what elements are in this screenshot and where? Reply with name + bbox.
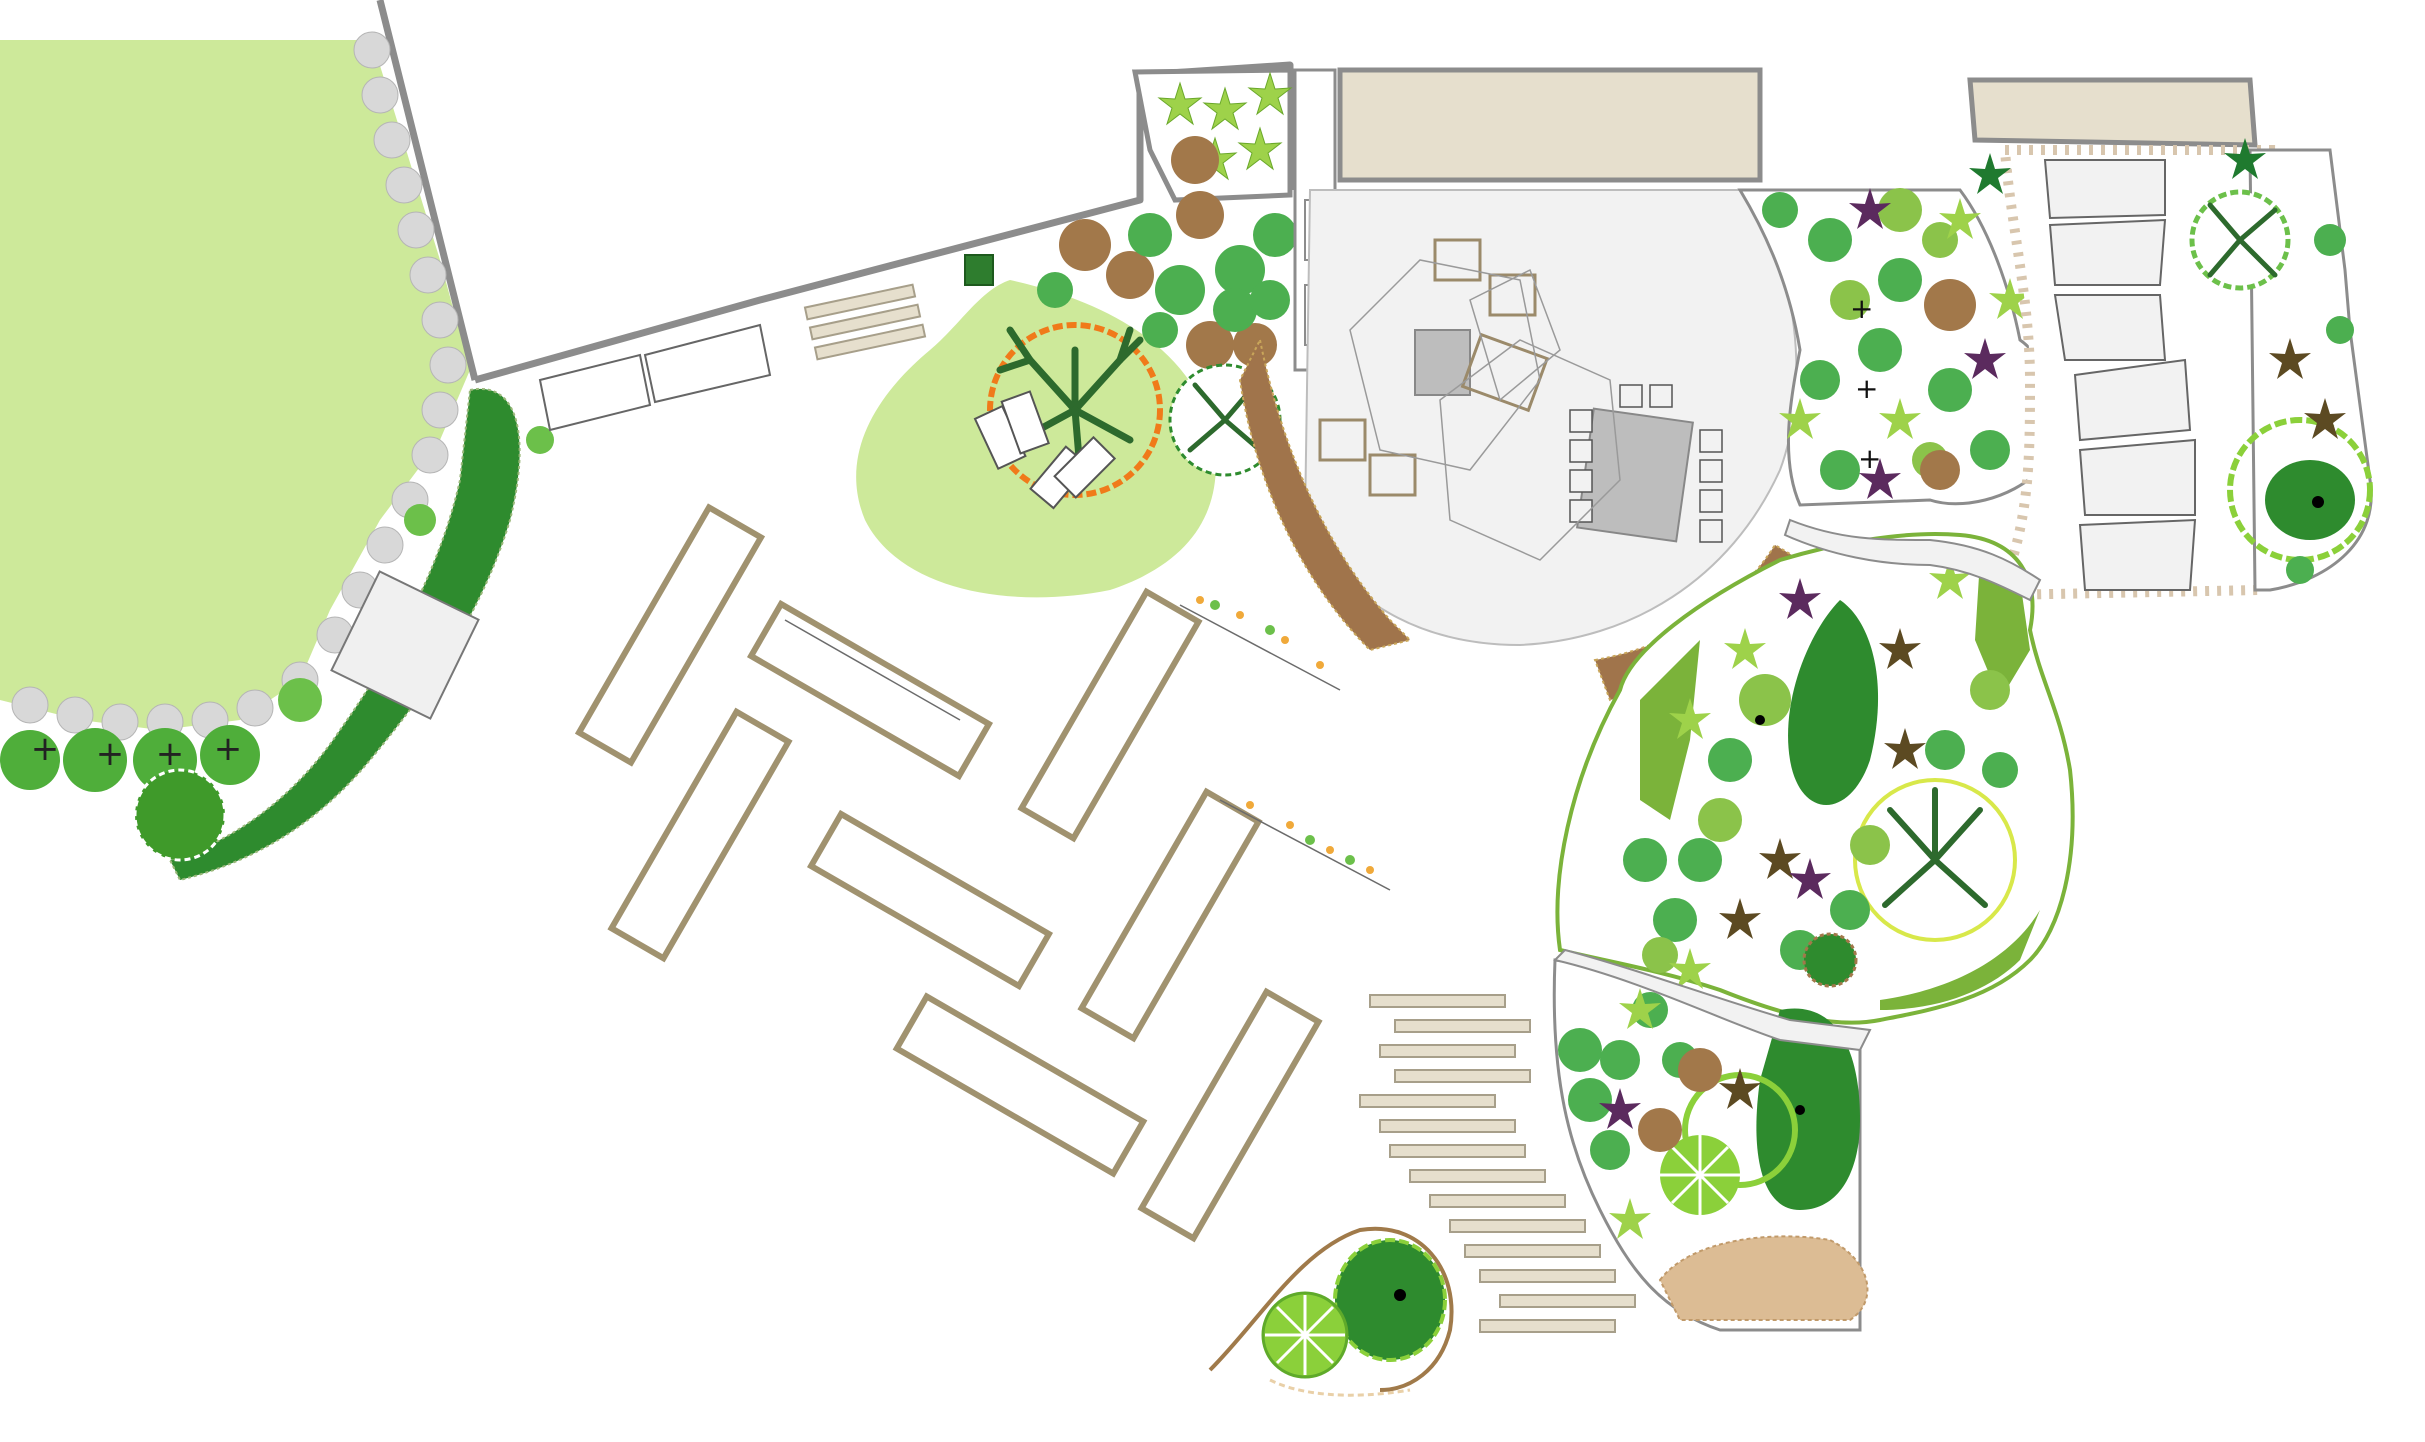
raised-bed: [746, 599, 994, 781]
lower-bed-plants: [1558, 988, 1869, 1321]
patio: [1303, 189, 1798, 647]
svg-text:+: +: [1858, 442, 1881, 475]
svg-text:+: +: [1850, 292, 1873, 325]
gate-slab: [330, 570, 480, 720]
wall-planters: [538, 254, 994, 432]
raised-bed: [1077, 787, 1263, 1043]
pergola-roof-right: [1967, 77, 2258, 148]
svg-text:+: +: [96, 734, 125, 774]
raised-bed: [1017, 587, 1203, 843]
path-divider-upper: [1783, 518, 2042, 602]
raised-bed: [607, 707, 793, 963]
lounge-chairs: [973, 390, 1117, 510]
raised-bed: [892, 992, 1148, 1178]
raised-bed: [806, 809, 1054, 991]
paving-slabs: [2043, 159, 2197, 591]
raised-bed: [1137, 987, 1323, 1243]
svg-text:+: +: [31, 729, 60, 769]
stepping-stones: [1359, 994, 1636, 1333]
patio-furniture: [1318, 238, 1723, 561]
lower-tree-group: [1208, 1226, 1454, 1397]
svg-text:+: +: [1855, 372, 1878, 405]
raised-bed: [574, 503, 766, 767]
flower-rows: [1196, 596, 1374, 874]
path-divider: [1553, 948, 1872, 1052]
upper-right-plants: + + +: [1762, 188, 2031, 499]
raised-beds: [574, 503, 1391, 1243]
main-bed-plants: [1623, 558, 2040, 1010]
bench-slats: [803, 283, 927, 361]
mulch-bench-left: [1238, 336, 1412, 652]
svg-text:+: +: [214, 729, 243, 769]
lawn-shrubs: + + + +: [0, 426, 554, 862]
svg-text:+: +: [156, 734, 185, 774]
far-right-plants: [1969, 138, 2373, 584]
